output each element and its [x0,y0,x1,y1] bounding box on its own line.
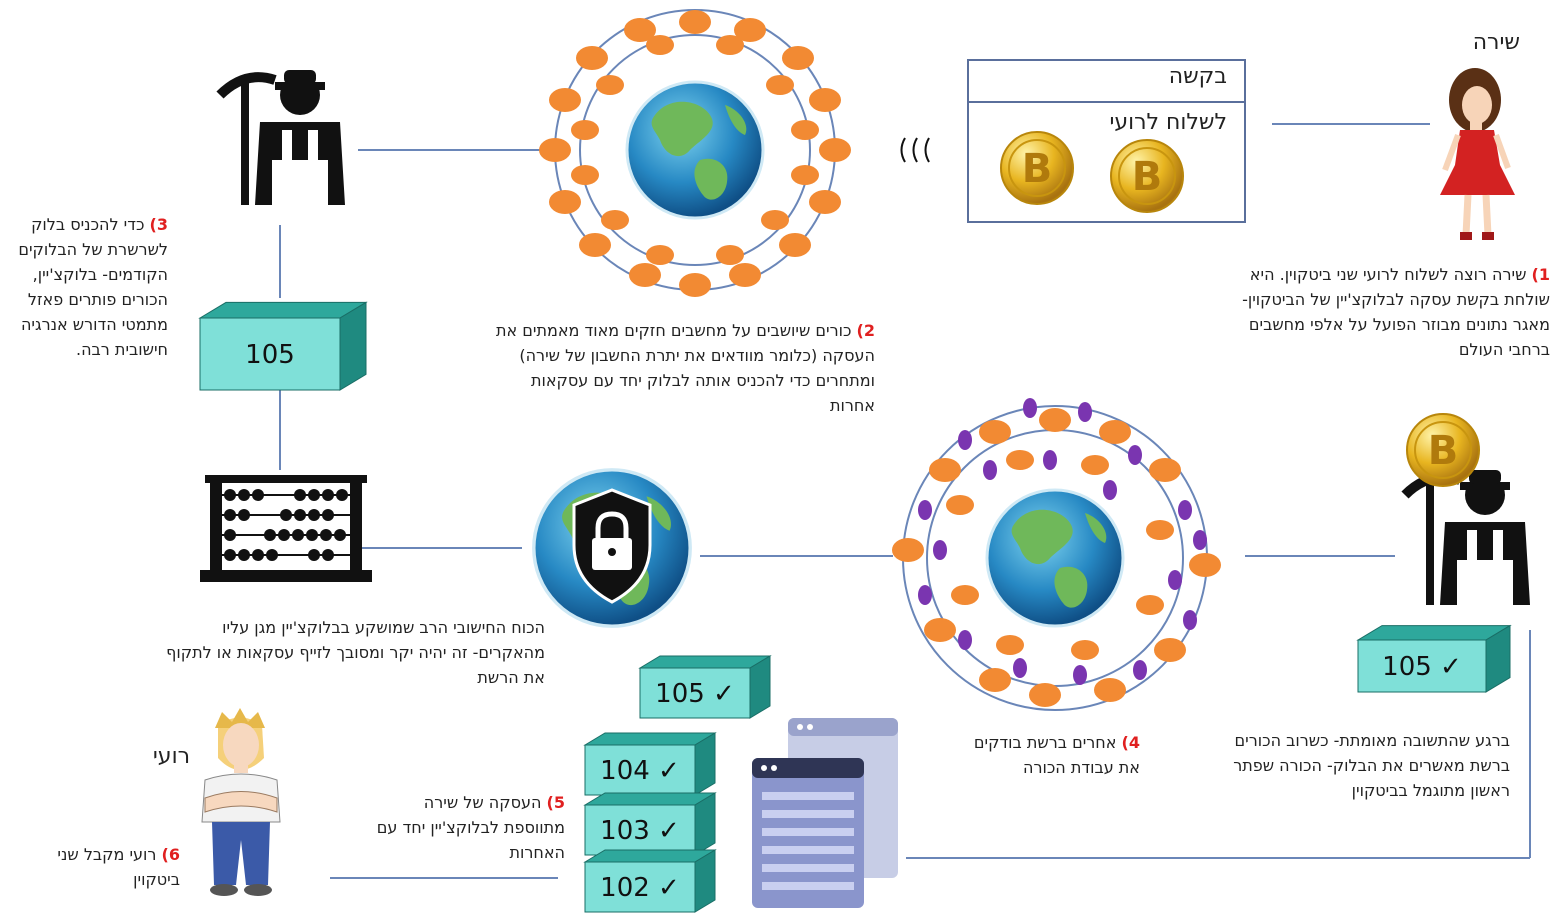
step-5-caption: 5) העסקה של שירה מתווספת לבלוקצ'יין יחד … [370,790,565,865]
node-ring [539,10,851,297]
shira-figure [1440,68,1515,240]
miner-icon [220,70,345,205]
miner-icon [1405,470,1530,605]
step-number: 5) [546,793,565,812]
step-text: כדי להכניס בלוק לשרשרת של הבלוקים הקודמי… [18,215,168,359]
step-number: 4) [1121,733,1140,752]
step-text: כורים שיושבים על מחשבים חזקים מאוד מאמתי… [495,321,875,415]
signal-waves-icon [900,137,930,163]
abacus-icon [200,475,372,582]
step-number: 3) [149,215,168,234]
security-globe [532,468,692,628]
roi-name-label: רועי [152,744,190,769]
step-number: 2) [856,321,875,340]
bitcoin-coin-icon [1000,131,1074,205]
bitcoin-coin-icon [1110,139,1184,213]
roi-figure [201,708,281,896]
block-label: 105 ✓ [1382,652,1462,682]
step-text: שירה רוצה לשלוח לרועי שני ביטקוין. היא ש… [1242,265,1550,359]
chain-block: 105 ✓ [638,655,772,719]
lock-icon [592,511,632,570]
step-4-caption: 4) אחרים ברשת בודקים את עבודת הכורה [968,730,1140,780]
chain-block: 103 ✓ [583,792,717,856]
confirmation-note: ברגע שהתשובה מאומתת- כשרוב הכורים ברשת מ… [1233,731,1510,800]
step-2-caption: 2) כורים שיושבים על מחשבים חזקים מאוד מא… [485,318,875,418]
network-globe-top [539,9,851,297]
step-3-caption: 3) כדי להכניס בלוק לשרשרת של הבלוקים הקו… [10,212,168,362]
step-number: 1) [1531,265,1550,284]
node-ring [892,408,1221,707]
chain-block: 102 ✓ [583,849,717,913]
block-label: 102 ✓ [600,873,680,903]
ledger-window-icon [752,718,898,908]
step-text: אחרים ברשת בודקים את עבודת הכורה [973,733,1140,777]
chain-block: 104 ✓ [583,732,717,796]
shira-name-label: שירה [1472,30,1520,55]
mining-block: 105 [198,301,368,391]
connector-lines [279,123,1531,879]
step-text: העסקה של שירה מתווספת לבלוקצ'יין יחד עם … [376,793,565,862]
request-title: בקשה [1168,64,1227,89]
block-label: 105 [245,340,295,370]
security-note: הכוח החישובי הרב שמושקע בבלוקצ'יין מגן ע… [166,618,545,687]
blocks-layer: 105 105 ✓ 105 ✓ 104 ✓ 103 ✓ 102 ✓ [198,301,1512,913]
node-ring-purple [918,398,1207,685]
bitcoin-reward-icon [1406,413,1480,487]
network-globe-bottom [892,398,1221,711]
block-label: 105 ✓ [655,679,735,709]
step-number: 6) [161,845,180,864]
block-label: 104 ✓ [600,756,680,786]
block-label: 103 ✓ [600,816,680,846]
verified-block: 105 ✓ [1356,624,1512,693]
step-text: רועי מקבל שני ביטקוין [57,845,180,889]
step-6-caption: 6) רועי מקבל שני ביטקוין [10,842,180,892]
request-text: לשלוח לרועי [1109,110,1227,135]
step-1-caption: 1) שירה רוצה לשלוח לרועי שני ביטקוין. הי… [1220,262,1550,362]
